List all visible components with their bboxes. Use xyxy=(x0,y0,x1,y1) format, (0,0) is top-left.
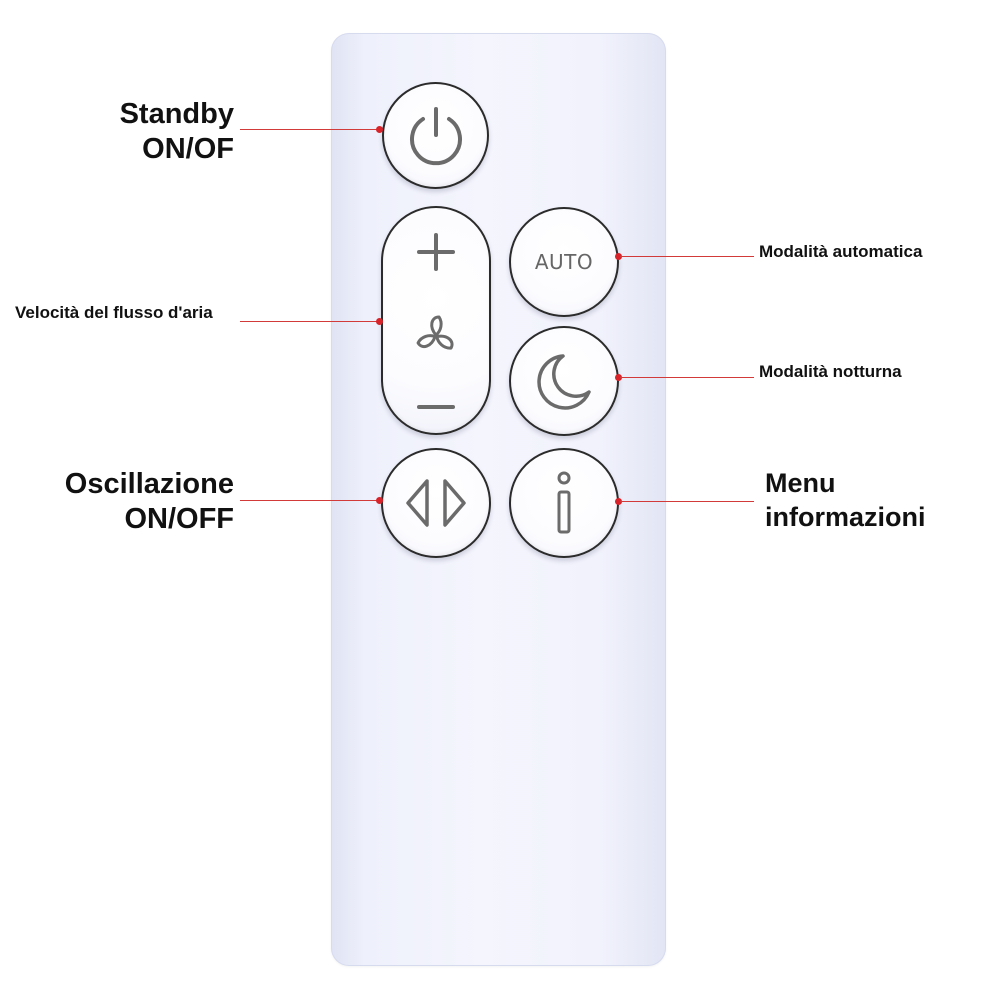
oscillation-callout-label: Oscillazione ON/OFF xyxy=(65,467,234,537)
airflow-speed-rocker[interactable] xyxy=(381,206,491,435)
standby-callout-line xyxy=(240,129,380,130)
oscillation-button[interactable] xyxy=(381,448,491,558)
info-callout-dot xyxy=(615,498,622,505)
info-icon xyxy=(544,467,584,539)
fan-icon xyxy=(411,311,461,361)
plus-icon[interactable] xyxy=(414,230,458,274)
airflow-callout-dot xyxy=(376,318,383,325)
moon-icon xyxy=(531,348,597,414)
night-callout-label: Modalità notturna xyxy=(759,362,902,381)
auto-callout-line xyxy=(620,256,754,257)
standby-power-button[interactable] xyxy=(382,82,489,189)
airflow-callout-line xyxy=(240,321,380,322)
airflow-callout-label: Velocità del flusso d'aria xyxy=(15,303,213,322)
info-callout-line2: informazioni xyxy=(765,502,926,532)
info-callout-line xyxy=(620,501,754,502)
power-icon xyxy=(401,101,471,171)
night-callout-dot xyxy=(615,374,622,381)
oscillation-callout-line xyxy=(240,500,380,501)
info-menu-button[interactable] xyxy=(509,448,619,558)
remote-control-body: AUTO xyxy=(331,33,666,966)
oscillation-callout-line1: Oscillazione xyxy=(64,468,234,500)
standby-callout-line2: ON/OF xyxy=(142,133,234,165)
standby-callout-dot xyxy=(376,126,383,133)
standby-callout-line1: Standby xyxy=(119,98,234,130)
info-callout-line1: Menu xyxy=(765,468,836,498)
minus-icon[interactable] xyxy=(414,397,458,417)
standby-callout-label: Standby ON/OF xyxy=(120,97,234,167)
auto-callout-label: Modalità automatica xyxy=(759,242,923,261)
auto-button-label: AUTO xyxy=(534,250,594,274)
night-mode-button[interactable] xyxy=(509,326,619,436)
auto-callout-dot xyxy=(615,253,622,260)
oscillation-callout-line2: ON/OFF xyxy=(124,503,234,535)
oscillation-callout-dot xyxy=(376,497,383,504)
oscillation-icon xyxy=(400,473,472,533)
night-callout-line xyxy=(620,377,754,378)
info-callout-label: Menu informazioni xyxy=(765,466,926,534)
auto-mode-button[interactable]: AUTO xyxy=(509,207,619,317)
